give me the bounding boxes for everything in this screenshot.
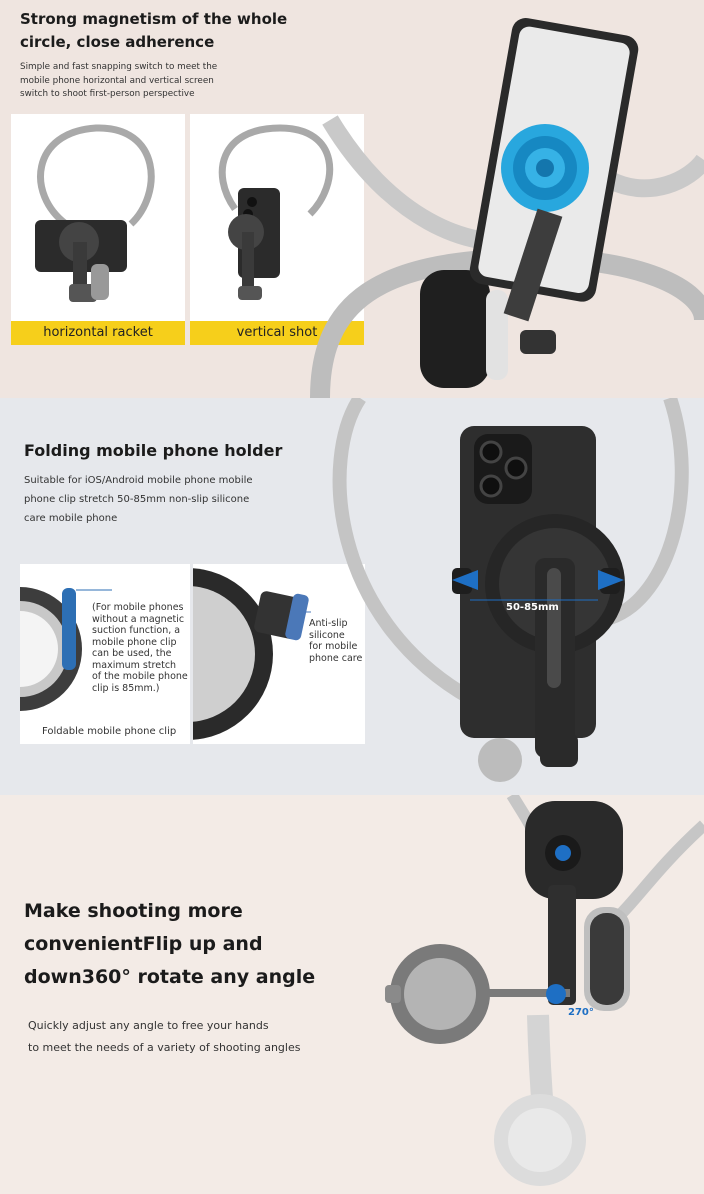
vertical-holder-image (218, 124, 334, 300)
right-arrow-icon (598, 570, 624, 590)
section-magnetism: Strong magnetism of the whole circle, cl… (0, 0, 704, 398)
anti-slip-label: Anti-slip silicone for mobile phone care (309, 618, 363, 664)
section-folding-holder: Folding mobile phone holder Suitable for… (0, 398, 704, 795)
magnetism-description: Simple and fast snapping switch to meet … (20, 62, 218, 99)
foldable-clip-caption: Foldable mobile phone clip (42, 726, 177, 737)
rotating-holder-image (385, 795, 704, 1186)
clip-note: (For mobile phones without a magnetic su… (92, 602, 188, 694)
horizontal-racket-panel: horizontal racket (11, 114, 185, 345)
anti-slip-image (193, 568, 311, 740)
magnetism-title: Strong magnetism of the whole circle, cl… (20, 8, 287, 54)
magnetism-title-line2: circle, close adherence (20, 33, 215, 51)
horizontal-holder-image (35, 124, 155, 302)
magnetism-title-line1: Strong magnetism of the whole (20, 10, 288, 28)
folding-description: Suitable for iOS/Android mobile phone mo… (24, 475, 253, 524)
left-arrow-icon (452, 570, 478, 590)
folding-title: Folding mobile phone holder (24, 441, 283, 460)
clip-detail-image (20, 587, 112, 711)
horizontal-racket-caption: horizontal racket (11, 321, 185, 345)
anti-slip-panel: Anti-slip silicone for mobile phone care (193, 564, 365, 744)
rotate-angle-label: 270° (568, 1007, 594, 1018)
measure-label: 50-85mm (506, 602, 559, 613)
rotate-description: Quickly adjust any angle to free your ha… (28, 1019, 301, 1054)
clip-detail-panel: (For mobile phones without a magnetic su… (20, 564, 190, 744)
section-rotate: Make shooting more convenientFlip up and… (0, 795, 704, 1194)
rotate-title: Make shooting more convenientFlip up and… (24, 900, 316, 988)
folding-holder-image (332, 398, 689, 782)
rotate-axis-icon (555, 845, 571, 861)
magnetic-holder-image (310, 17, 704, 398)
